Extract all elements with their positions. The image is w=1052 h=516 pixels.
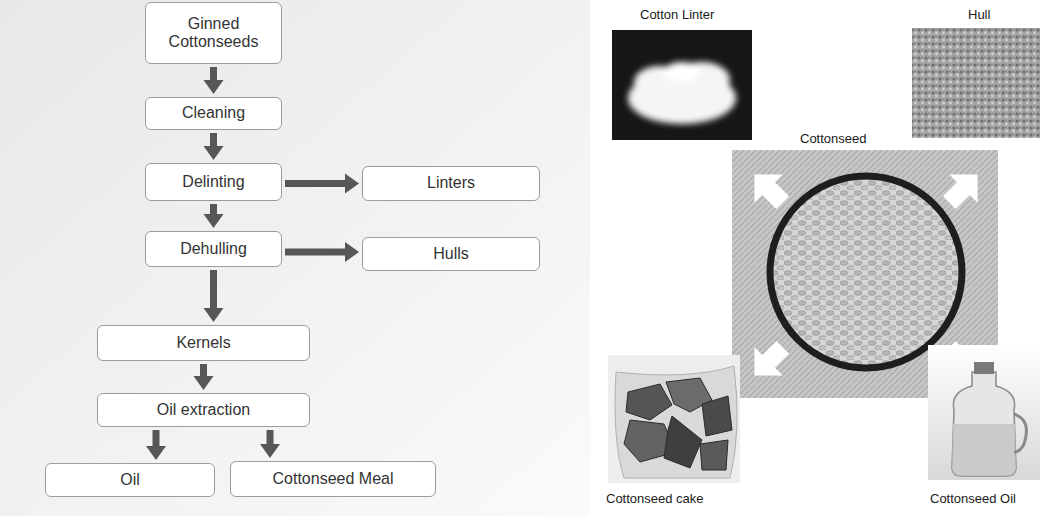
photo-frame <box>928 345 1040 480</box>
oil-photo <box>928 345 1040 480</box>
arrow-head <box>260 444 280 458</box>
photo-label: Cotton Linter <box>640 8 714 23</box>
node-text: Ginned Cottonseeds <box>154 15 273 52</box>
node-text: Linters <box>427 174 475 192</box>
flow-arrow <box>204 67 224 94</box>
node-text: Cottonseed Meal <box>273 470 394 488</box>
arrow-head <box>194 376 214 390</box>
arrow-shaft <box>210 204 217 215</box>
process-box: Ginned Cottonseeds <box>145 2 282 64</box>
node-text: Kernels <box>176 334 230 352</box>
arrow-head <box>204 80 224 94</box>
arrow-shaft <box>210 133 217 147</box>
process-box: Oil extraction <box>97 393 310 427</box>
node-text: Dehulling <box>180 240 247 258</box>
bag <box>615 366 737 478</box>
photo-label: Cottonseed <box>800 132 867 147</box>
flow-arrow <box>146 430 166 460</box>
cake-photo <box>608 355 740 483</box>
arrow-head <box>204 146 224 160</box>
photo-label: Hull <box>968 8 990 23</box>
white-arrow <box>740 333 797 390</box>
process-box: Delinting <box>145 163 282 201</box>
node-text: Oil <box>120 471 140 489</box>
flow-arrow <box>194 364 214 390</box>
photo-label: Cottonseed cake <box>606 492 704 507</box>
linter-fluff <box>628 62 736 124</box>
arrow-shaft <box>285 180 346 187</box>
flow-arrow <box>285 242 359 262</box>
process-box: Kernels <box>97 325 310 361</box>
oil-level <box>952 424 1016 476</box>
arrow-shaft <box>153 430 160 447</box>
seed-bowl <box>770 176 962 368</box>
white-arrow <box>935 160 992 217</box>
cake-piece <box>664 416 702 468</box>
cake-piece <box>626 384 672 420</box>
arrow-head <box>345 242 359 262</box>
hull-photo <box>912 28 1040 138</box>
linter-photo <box>612 30 752 140</box>
panel-ground <box>0 0 590 516</box>
white-arrow <box>740 160 797 217</box>
photo-frame <box>608 355 740 483</box>
cork <box>974 362 994 374</box>
bottle-handle <box>1014 414 1026 452</box>
arrow-head <box>204 214 224 228</box>
node-text: Oil extraction <box>157 401 250 419</box>
arrow-shaft <box>285 249 346 256</box>
arrow-shaft <box>210 270 217 309</box>
cake-piece <box>700 440 728 470</box>
fluff <box>664 62 700 82</box>
arrow-head <box>146 446 166 460</box>
process-box: Cleaning <box>145 97 282 130</box>
flow-arrow <box>260 430 280 458</box>
bottle <box>952 372 1016 476</box>
cake-piece <box>702 396 732 436</box>
arrow-head <box>204 308 224 322</box>
flow-arrow <box>204 204 224 228</box>
arrow-shaft <box>210 67 217 81</box>
process-box: Hulls <box>362 237 540 271</box>
node-text: Delinting <box>182 173 244 191</box>
flow-arrow <box>204 133 224 160</box>
process-box: Linters <box>362 166 540 201</box>
flow-arrow <box>204 270 224 322</box>
process-box: Cottonseed Meal <box>230 461 436 497</box>
node-text: Cleaning <box>182 104 245 122</box>
flow-arrow <box>285 174 359 194</box>
process-box: Dehulling <box>145 231 282 267</box>
photo-frame <box>612 30 752 140</box>
arrow-shaft <box>267 430 274 445</box>
arrow-head <box>345 174 359 194</box>
arrow-shaft <box>200 364 207 377</box>
process-box: Oil <box>45 463 215 497</box>
node-text: Hulls <box>433 245 469 263</box>
photo-label: Cottonseed Oil <box>930 492 1016 507</box>
